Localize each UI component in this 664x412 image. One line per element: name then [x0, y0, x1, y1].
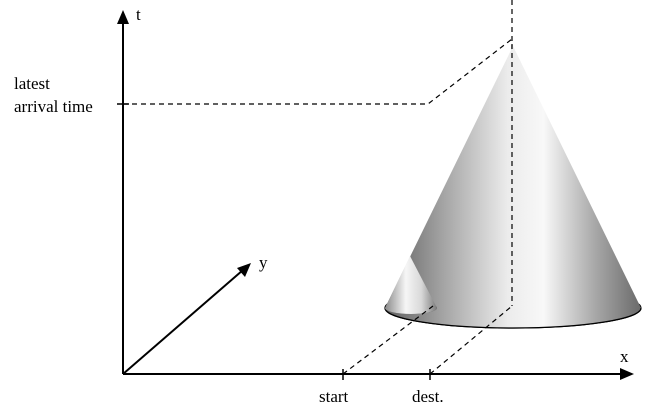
dest-label: dest. — [412, 387, 444, 406]
y-axis-label: y — [259, 253, 268, 272]
t-axis-label: t — [136, 5, 141, 24]
small-cone — [385, 256, 437, 314]
latest-arrival-label-line1: latest — [14, 74, 50, 93]
latest-arrival-label-line2: arrival time — [14, 97, 93, 116]
latest-arrival-time-line — [123, 38, 513, 105]
x-axis-label: x — [620, 347, 629, 366]
large-cone-base-edge — [384, 307, 642, 329]
x-axis-arrowhead — [620, 368, 634, 380]
t-axis-arrowhead — [117, 10, 129, 24]
start-diagonal-line — [342, 305, 434, 375]
y-axis-arrowhead — [237, 263, 251, 277]
y-axis — [122, 269, 244, 375]
large-cone — [385, 46, 641, 328]
start-label: start — [319, 387, 349, 406]
